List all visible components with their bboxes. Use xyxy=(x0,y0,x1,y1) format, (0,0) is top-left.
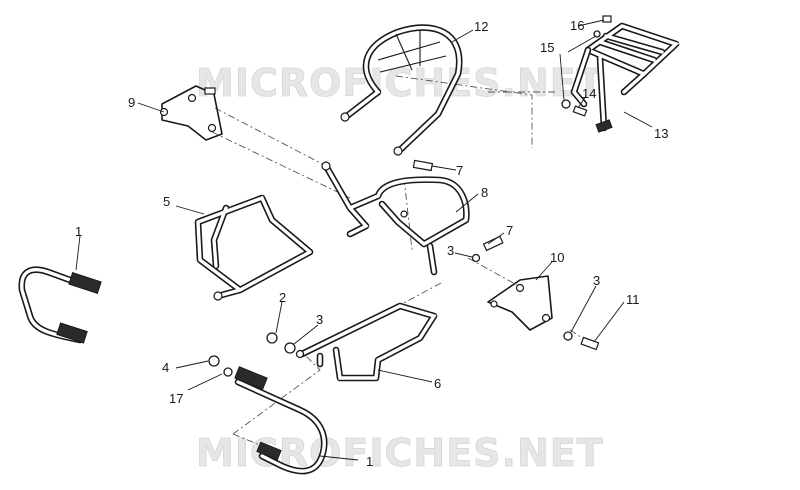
part-14-bolt-icon xyxy=(572,105,588,117)
part-13-luggage-rack xyxy=(570,22,680,133)
part-16-screw-icon xyxy=(602,15,612,23)
leader-lines xyxy=(75,19,653,461)
callout-1-right: 1 xyxy=(366,454,373,469)
watermark-top: MICROFICHES.NET xyxy=(196,61,604,105)
part-3-washer-icon xyxy=(295,349,305,359)
rack-hardware xyxy=(561,15,612,117)
callout-2: 2 xyxy=(279,290,286,305)
part-11-bolt-icon xyxy=(580,336,600,351)
callout-4: 4 xyxy=(162,360,169,375)
part-12-grab-handle xyxy=(340,24,463,156)
part-8-central-frame xyxy=(321,161,470,276)
callout-16: 16 xyxy=(570,18,584,33)
watermark-bottom: MICROFICHES.NET xyxy=(196,431,604,475)
part-9-left-bracket xyxy=(159,85,223,141)
part-3-washer-icon xyxy=(471,253,481,263)
callout-15: 15 xyxy=(540,40,554,55)
part-7-bolts xyxy=(412,159,504,252)
part-15-washer-icon xyxy=(593,30,601,38)
mount-eye-icon xyxy=(393,146,403,156)
bolt-icon xyxy=(482,235,504,252)
mount-eye-icon xyxy=(340,112,350,122)
callout-17: 17 xyxy=(169,391,183,406)
callout-13: 13 xyxy=(654,126,668,141)
callout-8: 8 xyxy=(481,185,488,200)
part-15-washer-icon xyxy=(561,99,571,109)
part-3-washer-icon xyxy=(284,342,296,354)
callout-3-center: 3 xyxy=(447,243,454,258)
bolt-icon xyxy=(412,159,434,172)
part-2-nut-icon xyxy=(266,332,278,344)
part-3-washer-icon xyxy=(563,331,573,341)
callout-14: 14 xyxy=(582,86,596,101)
callout-labels: 1 1 2 3 3 3 4 5 6 7 7 8 9 10 11 12 13 14… xyxy=(75,18,668,469)
part-6-rear-frame xyxy=(298,302,438,382)
callout-12: 12 xyxy=(474,19,488,34)
part-1-handlebar-left xyxy=(18,266,102,344)
callout-5: 5 xyxy=(163,194,170,209)
callout-7-right: 7 xyxy=(506,223,513,238)
part-10-right-bracket xyxy=(487,275,553,331)
part-17-washer-icon xyxy=(223,367,233,377)
callout-11: 11 xyxy=(626,292,640,307)
callout-7-top: 7 xyxy=(456,163,463,178)
callout-1-left: 1 xyxy=(75,224,82,239)
callout-6: 6 xyxy=(434,376,441,391)
small-hardware xyxy=(208,253,600,377)
callout-3-right: 3 xyxy=(593,273,600,288)
part-5-guard xyxy=(194,194,314,301)
callout-3-left: 3 xyxy=(316,312,323,327)
callout-10: 10 xyxy=(550,250,564,265)
callout-9: 9 xyxy=(128,95,135,110)
part-4-nut-icon xyxy=(208,355,220,367)
